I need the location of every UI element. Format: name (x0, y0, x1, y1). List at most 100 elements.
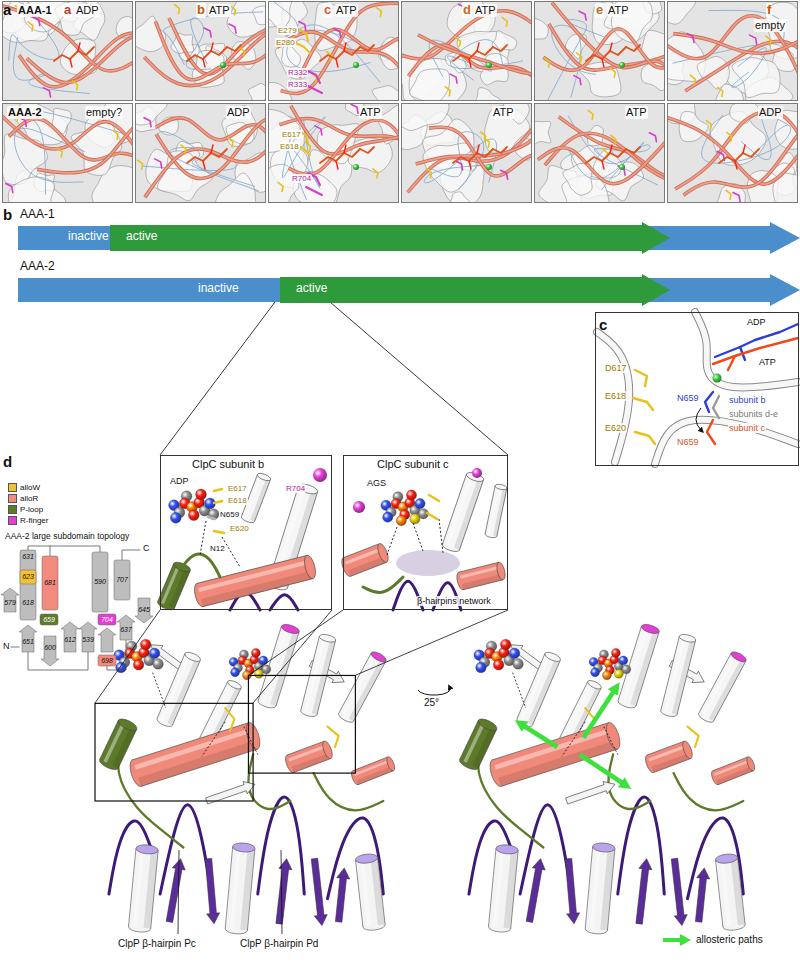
topology-diagram (42, 556, 58, 610)
residue-label: E620 (604, 423, 627, 433)
helix-cylinder (516, 650, 562, 728)
density-map (552, 2, 665, 96)
helix-cylinder (200, 681, 228, 737)
helix-cylinder (144, 850, 159, 929)
residue-label: N659 (676, 393, 700, 403)
side-chain (450, 74, 457, 83)
side-chain (735, 161, 737, 169)
side-chain (214, 489, 222, 491)
atp-sticks (713, 338, 798, 364)
density-map (486, 164, 492, 170)
helix-cylinder (644, 740, 695, 774)
side-chain (306, 85, 322, 93)
density-map (288, 120, 399, 188)
density-map (291, 106, 399, 154)
helix-cylinder (677, 640, 696, 714)
helix-cylinder (485, 483, 508, 538)
density-map (37, 119, 133, 173)
side-chain (626, 45, 640, 51)
hydrogen-bond (413, 523, 423, 551)
legend-swatch (8, 483, 17, 492)
helix-cylinder (495, 561, 506, 580)
zoom-connector (160, 302, 275, 455)
helix-cylinder (715, 853, 738, 864)
helix-cylinder (647, 741, 684, 755)
row-heading: AAA-2 (20, 260, 55, 274)
helix-cylinder (337, 650, 387, 724)
helix-cylinder (301, 636, 320, 710)
helix-cylinder (661, 636, 680, 710)
legend-arrow (680, 934, 691, 946)
helix-cylinder (156, 560, 191, 612)
helix-cylinder (664, 637, 685, 712)
helix-cylinder (679, 633, 697, 644)
state-text: inactive (198, 282, 239, 296)
residue-number: 651 (22, 638, 34, 646)
nucleotide-state: ATP (625, 106, 648, 119)
density-map (543, 29, 665, 70)
topology-diagram (61, 622, 79, 652)
helix-cylinder (745, 756, 756, 772)
density-map (2, 1, 133, 101)
side-chain (743, 145, 745, 153)
structure-label: ClpP β-hairpin Pd (240, 938, 318, 950)
helix-cylinder (355, 860, 362, 927)
nucleotide-spheres (591, 668, 600, 677)
density-map (416, 119, 532, 164)
helix-cylinder (317, 640, 336, 714)
helix-cylinder (560, 681, 588, 737)
helix-cylinder (225, 842, 255, 935)
residue-label: R332 (287, 68, 308, 77)
hydrogen-bond (387, 527, 397, 555)
residue-number: 623 (22, 573, 34, 581)
helix-cylinder (129, 848, 136, 926)
nucleotide-spheres (589, 648, 631, 679)
arrow-fill (110, 222, 670, 254)
helix-cylinder (258, 626, 281, 700)
structure-label: ClpP β-hairpin Pc (118, 938, 196, 950)
helix-cylinder (343, 544, 379, 558)
topology-link (28, 546, 100, 552)
helix-cylinder (378, 857, 385, 924)
helix-cylinder (169, 568, 190, 608)
side-chain (707, 420, 715, 444)
nucleotide-state: ATP (208, 4, 231, 17)
zoom-structure (313, 468, 327, 482)
helix-cylinder (355, 853, 386, 931)
density-map (135, 1, 266, 101)
residue-number: 659 (43, 615, 55, 623)
beta-strand (668, 858, 688, 926)
active-arrow: active (110, 222, 670, 254)
legend-arrow (662, 934, 692, 946)
side-chain (296, 43, 310, 53)
density-map (401, 103, 532, 203)
helix-cylinder (661, 636, 696, 714)
side-chain (705, 392, 713, 412)
leader-line (178, 850, 179, 934)
nucleotide-state: ATP (492, 106, 515, 119)
box-heading: ClpC subunit b (191, 458, 265, 471)
legend-item: P-loop (8, 505, 43, 514)
subunit-letter: d (462, 3, 472, 18)
density-map (372, 86, 399, 101)
topology-diagram (117, 615, 135, 640)
helix-cylinder (520, 655, 551, 721)
nucleotide-spheres (196, 489, 207, 500)
density-map (534, 103, 665, 203)
nucleotide-state: ATP (359, 106, 382, 119)
helix-cylinder (636, 632, 659, 706)
side-chain (228, 138, 233, 147)
side-chain (469, 59, 471, 67)
helix-cylinder (504, 850, 519, 929)
active-site-detail (597, 312, 798, 464)
helix-cylinder (358, 771, 393, 785)
legend-arrow (663, 938, 681, 942)
helix-cylinder (129, 848, 159, 928)
density-panel: ADP (135, 103, 266, 203)
magnesium-ion (713, 374, 722, 383)
density-map (145, 130, 266, 198)
helix-cylinder (713, 661, 746, 721)
residue-number: 590 (94, 578, 106, 586)
nucleotide-spheres (415, 499, 425, 509)
active-arrow: active (280, 274, 670, 306)
